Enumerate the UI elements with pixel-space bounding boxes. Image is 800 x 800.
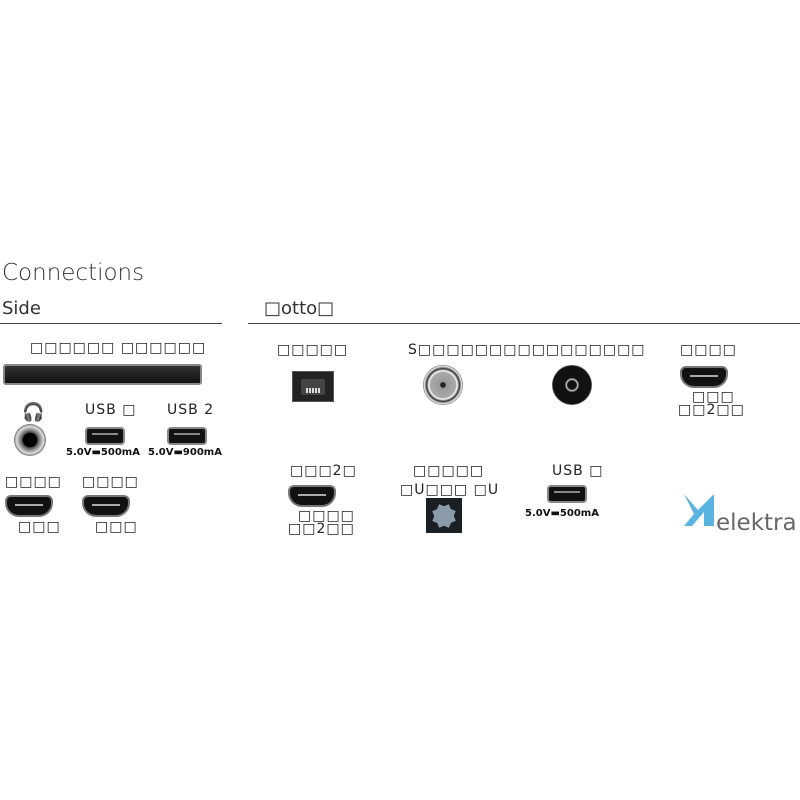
usb1-port-icon <box>85 427 125 445</box>
hdmi1-label: □□□□ <box>5 474 62 490</box>
hdmi1-sub: □□□ <box>18 519 61 535</box>
side-heading: Side <box>2 298 41 319</box>
hdmi-a-label: □□□□ <box>680 342 737 358</box>
usb3-port-icon <box>547 485 587 503</box>
optical-sublabel: □U□□□ □U <box>400 482 500 498</box>
optical-port-icon <box>426 498 462 533</box>
ethernet-port-icon <box>292 371 334 402</box>
antenna-label: S□□□□□□□□□□□□□□□□ <box>408 342 646 358</box>
card-slot-label: □□□□□□ □□□□□□ <box>30 340 207 356</box>
satellite-connector-icon <box>423 365 463 405</box>
elektra-logo <box>682 492 718 532</box>
usb2-port-icon <box>167 427 207 445</box>
antenna-connector-icon <box>552 365 592 405</box>
hdmi2-port-icon <box>82 495 130 517</box>
hdmi-b-sub2: □□2□□ <box>288 521 355 537</box>
divider <box>0 323 222 324</box>
usb2-spec: 5.0V▬900mA <box>148 447 222 458</box>
hdmi-b-sub1: □□□□ <box>298 508 355 524</box>
logo-mark-icon <box>684 494 714 526</box>
hdmi1-port-icon <box>5 495 53 517</box>
usb1-spec: 5.0V▬500mA <box>66 447 140 458</box>
watermark-text: elektra <box>716 510 797 536</box>
hdmi-a-sub1: □□□ <box>692 389 735 405</box>
hdmi-a-sub2: □□2□□ <box>678 402 745 418</box>
hdmi-b-port-icon <box>288 485 336 507</box>
network-label: □□□□□ <box>277 342 349 358</box>
usb3-label: USB □ <box>552 463 604 479</box>
audio-jack-icon <box>14 424 46 456</box>
hdmi2-label: □□□□ <box>82 474 139 490</box>
page-title: Connections <box>2 260 145 286</box>
hdmi-a-port-icon <box>680 366 728 388</box>
hdmi2-sub: □□□ <box>95 519 138 535</box>
optical-label: □□□□□ <box>413 463 485 479</box>
hdmi-b-label: □□□2□ <box>290 463 357 479</box>
usb3-spec: 5.0V▬500mA <box>525 508 599 519</box>
divider <box>248 323 800 324</box>
bottom-heading: □otto□ <box>264 298 335 319</box>
headphone-icon: 🎧 <box>22 402 45 423</box>
usb2-label: USB 2 <box>167 402 215 418</box>
usb1-label: USB □ <box>85 402 137 418</box>
card-slot-icon <box>3 364 202 385</box>
